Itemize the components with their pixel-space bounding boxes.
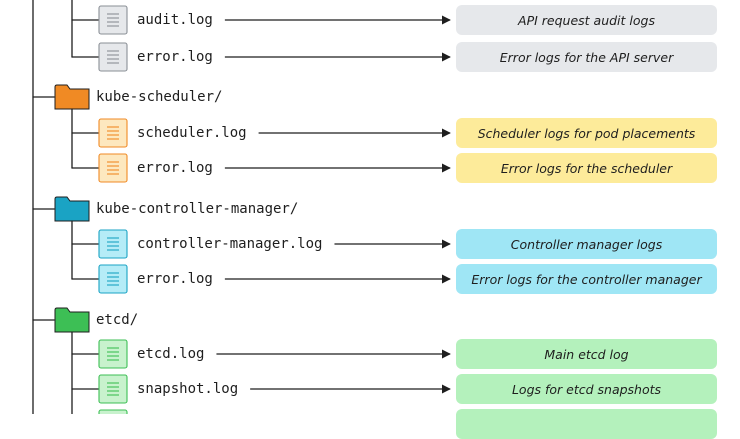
description-badge: Logs for etcd snapshots	[456, 374, 717, 404]
file-icon	[98, 264, 128, 294]
file-name: snapshot.log	[137, 381, 239, 397]
folder-label: kube-scheduler/	[96, 89, 223, 105]
tree-connectors	[32, 0, 451, 414]
file-name: error.log	[137, 271, 213, 287]
file-icon	[98, 5, 128, 35]
description-badge: Error logs for the controller manager	[456, 264, 717, 294]
folder-icon	[54, 196, 90, 222]
file-icon	[98, 229, 128, 259]
file-name: error.log	[137, 49, 213, 65]
description-badge: API request audit logs	[456, 5, 717, 35]
description-badge: Main etcd log	[456, 339, 717, 369]
folder-label: etcd/	[96, 312, 139, 328]
folder-icon	[54, 84, 90, 110]
file-name: error.log	[137, 160, 213, 176]
description-badge: Error logs for the scheduler	[456, 153, 717, 183]
folder-label: kube-controller-manager/	[96, 201, 299, 217]
file-name: scheduler.log	[137, 125, 247, 141]
file-name: audit.log	[137, 12, 213, 28]
description-badge: Controller manager logs	[456, 229, 717, 259]
description-badge: Scheduler logs for pod placements	[456, 118, 717, 148]
file-name: etcd.log	[137, 346, 205, 362]
file-icon	[98, 374, 128, 404]
file-name: controller-manager.log	[137, 236, 323, 252]
file-icon	[98, 339, 128, 369]
file-icon	[98, 42, 128, 72]
folder-icon	[54, 307, 90, 333]
file-icon	[98, 118, 128, 148]
description-badge: Error logs for the API server	[456, 42, 717, 72]
file-icon	[98, 153, 128, 183]
file-icon	[98, 409, 128, 414]
log-directory-tree: audit.log API request audit logs error.log…	[32, 0, 717, 439]
